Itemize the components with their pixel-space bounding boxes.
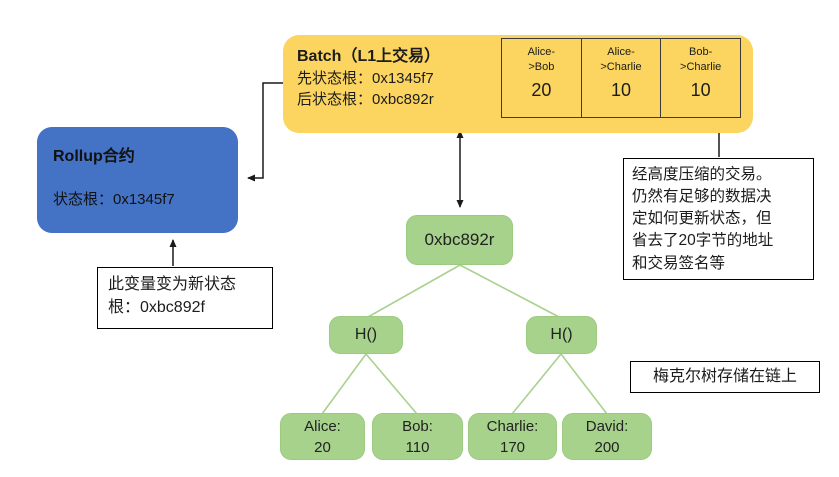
merkle-leaf-alice: Alice: 20 <box>280 413 365 460</box>
merkle-leaf-charlie: Charlie: 170 <box>468 413 557 460</box>
batch-pre-state-root: 先状态根：0x1345f7 <box>297 69 434 87</box>
leaf-name: Bob: <box>402 417 433 435</box>
batch-post-state-root: 后状态根：0xbc892r <box>297 91 434 109</box>
leaf-value: 110 <box>405 438 430 456</box>
transaction-amount: 10 <box>690 79 711 100</box>
rollup-contract-title: Rollup合约 <box>53 148 135 165</box>
leaf-value: 200 <box>594 438 620 456</box>
leaf-value: 170 <box>499 438 526 456</box>
merkle-leaf-bob: Bob: 110 <box>372 413 463 460</box>
transaction-amount: 20 <box>531 79 552 100</box>
transaction-parties: Alice- >Charlie <box>600 46 642 73</box>
compressed-tx-callout: 经高度压缩的交易。 仍然有足够的数据决 定如何更新状态，但 省去了20字节的地址… <box>623 158 814 280</box>
leaf-name: Alice: <box>304 417 341 435</box>
merkle-hash-node-right: H() <box>526 316 597 354</box>
leaf-name: Charlie: <box>486 417 539 435</box>
transaction-cell: Alice- >Charlie 10 <box>582 39 662 117</box>
leaf-value: 20 <box>314 438 331 456</box>
transaction-cell: Alice- >Bob 20 <box>502 39 582 117</box>
batch-title: Batch（L1上交易） <box>297 48 441 65</box>
batch-to-rollup-arrow <box>247 82 283 182</box>
transaction-parties: Bob- >Charlie <box>680 46 722 73</box>
new-state-root-callout: 此变量变为新状态 根：0xbc892f <box>97 267 273 329</box>
merkle-on-chain-callout: 梅克尔树存储在链上 <box>630 361 820 393</box>
merkle-root-node: 0xbc892r <box>406 215 513 265</box>
leaf-name: David: <box>585 417 629 435</box>
batch-text: Batch（L1上交易） 先状态根：0x1345f7 后状态根：0xbc892r <box>297 46 497 111</box>
transactions-table: Alice- >Bob 20 Alice- >Charlie 10 Bob- >… <box>501 38 741 118</box>
transaction-cell: Bob- >Charlie 10 <box>661 39 740 117</box>
rollup-contract-box: Rollup合约 状态根：0x1345f7 <box>37 127 238 233</box>
merkle-leaf-david: David: 200 <box>562 413 652 460</box>
transaction-parties: Alice- >Bob <box>527 46 556 73</box>
batch-box <box>283 35 753 133</box>
merkle-hash-node-left: H() <box>329 316 403 354</box>
rollup-state-root: 状态根：0x1345f7 <box>53 191 175 208</box>
transaction-amount: 10 <box>610 79 632 100</box>
